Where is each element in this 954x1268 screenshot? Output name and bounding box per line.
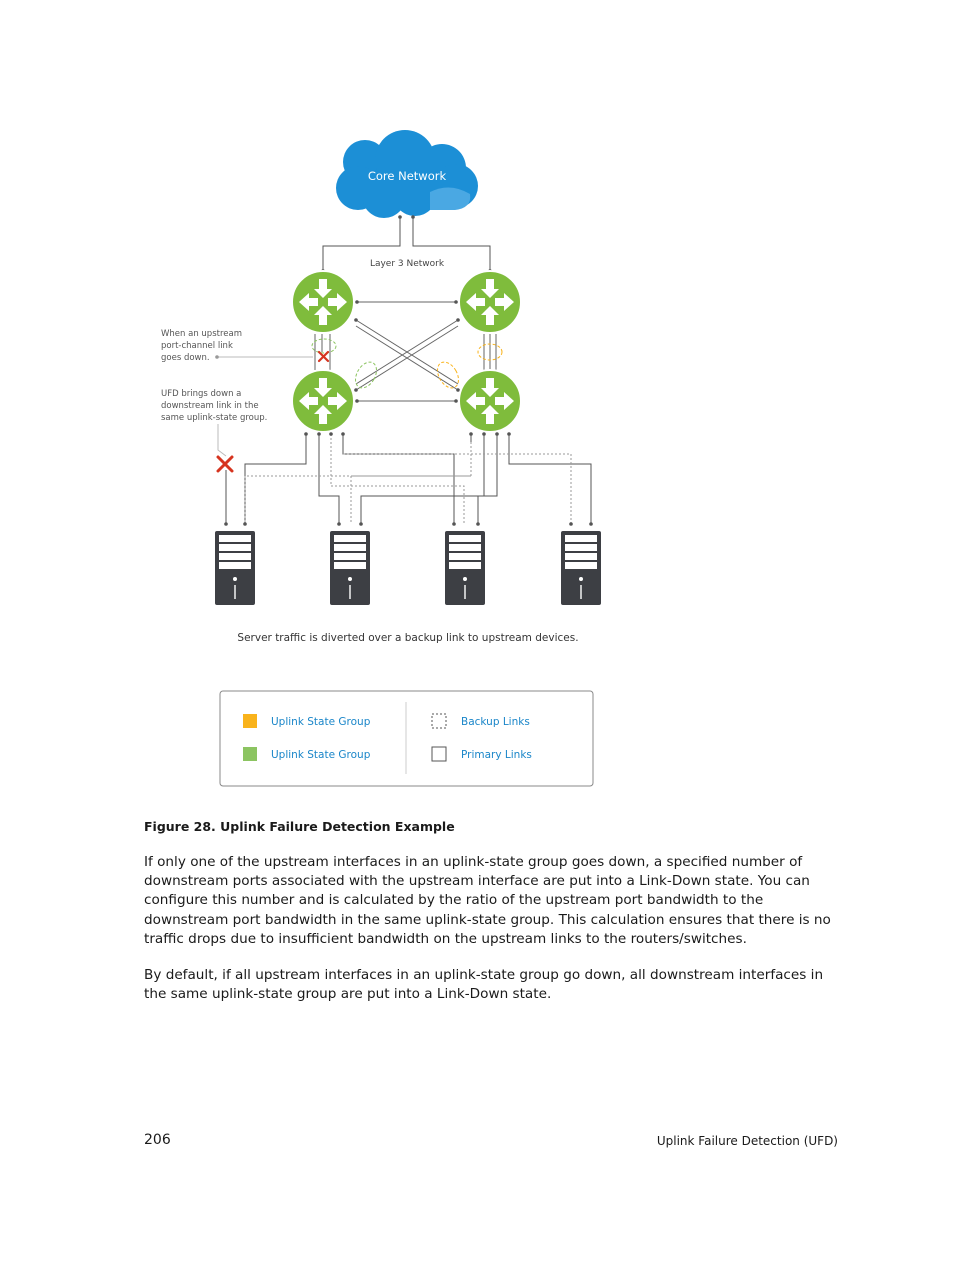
server-1-icon [215, 531, 255, 605]
paragraph-1: If only one of the upstream interfaces i… [144, 854, 831, 947]
core-uplinks [322, 216, 491, 272]
legend-swatch-orange [243, 714, 257, 728]
legend-label-uplink-group-green: Uplink State Group [271, 749, 371, 761]
primary-links [244, 434, 592, 524]
server-2-icon [330, 531, 370, 605]
svg-text:When an upstream port-ch: When an upstream port-channel link goes … [161, 329, 245, 363]
legend-label-backup-links: Backup Links [461, 716, 530, 728]
legend-swatch-solid [431, 746, 447, 762]
router-links [314, 301, 497, 402]
router-top-left-icon [291, 270, 355, 334]
annotation-upstream-down: When an upstream port-channel link goes … [161, 329, 313, 363]
downstream-failure-icon [216, 455, 234, 473]
server-4-icon [561, 531, 601, 605]
figure-caption: Figure 28. Uplink Failure Detection Exam… [144, 819, 455, 834]
legend-label-uplink-group-orange: Uplink State Group [271, 716, 371, 728]
upstream-failure-icon [317, 350, 330, 363]
paragraph-2: By default, if all upstream interfaces i… [144, 967, 824, 1003]
cloud-label: Core Network [368, 169, 447, 183]
ufd-diagram: Core Network Layer 3 Network [161, 130, 601, 787]
router-bottom-left-icon [291, 369, 355, 433]
legend-label-primary-links: Primary Links [461, 749, 532, 761]
core-network-cloud: Core Network [336, 130, 478, 218]
annotation-ufd-brings-down: UFD brings down a downstream link in the… [161, 389, 267, 457]
layer3-label: Layer 3 Network [370, 259, 445, 269]
router-bottom-right-icon [458, 369, 522, 433]
backup-links [244, 434, 572, 524]
legend: Uplink State Group Uplink State Group Ba… [219, 690, 594, 787]
diagram-footnote: Server traffic is diverted over a backup… [237, 632, 578, 644]
page-number: 206 [144, 1132, 171, 1148]
svg-text:UFD brings down a downst: UFD brings down a downstream link in the… [161, 389, 267, 423]
legend-swatch-dashed [431, 713, 447, 729]
server-3-icon [445, 531, 485, 605]
ufd-diagram-svg: Core Network Layer 3 Network [161, 130, 601, 787]
legend-swatch-green [243, 747, 257, 761]
router-top-right-icon [458, 270, 522, 334]
footer-section-title: Uplink Failure Detection (UFD) [656, 1134, 838, 1148]
